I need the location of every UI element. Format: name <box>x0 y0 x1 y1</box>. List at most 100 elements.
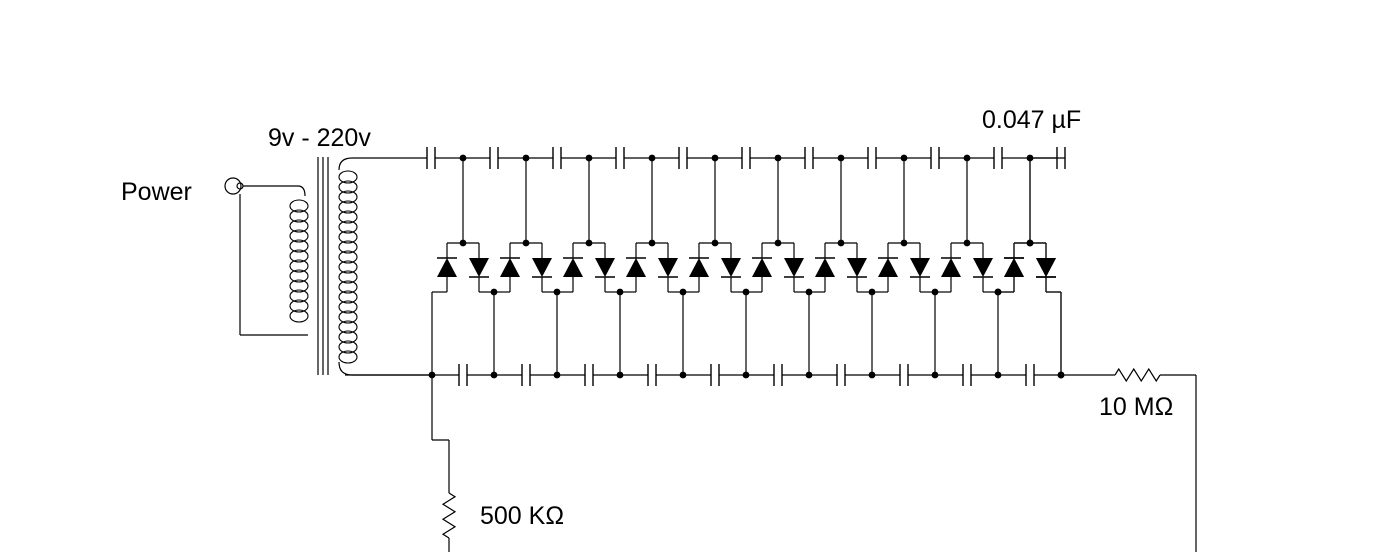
diode-triangle <box>437 258 457 277</box>
secondary-coil-loop <box>338 220 358 234</box>
wiring <box>345 157 1197 552</box>
junction-dot <box>585 239 593 247</box>
capacitor-label: 0.047 µF <box>982 106 1082 134</box>
junction-dot <box>711 154 719 162</box>
junction-dot <box>616 288 624 296</box>
junction-dot <box>428 371 436 379</box>
junction-dot <box>490 371 498 379</box>
diode-triangle <box>878 258 898 277</box>
diode-triangle <box>973 258 993 277</box>
resistor-500K <box>441 492 457 539</box>
diode <box>658 258 678 278</box>
secondary-coil-loop <box>338 240 358 254</box>
diode-array <box>437 257 1056 278</box>
junction-dot <box>1057 371 1065 379</box>
diode <box>878 257 898 277</box>
diode <box>437 257 457 277</box>
transformer <box>224 157 432 376</box>
output-resistor-label: 10 MΩ <box>1099 393 1174 421</box>
diode <box>910 258 930 278</box>
secondary-coil-loop <box>338 210 358 224</box>
secondary-coil-loop <box>338 260 358 274</box>
diode <box>626 257 646 277</box>
primary-coil-loop <box>289 209 309 223</box>
secondary-coil-loop <box>338 290 358 304</box>
junction-dot <box>1026 239 1034 247</box>
top-capacitor-rail <box>426 147 1066 169</box>
secondary-coil-loop <box>338 320 358 334</box>
diode <box>941 257 961 277</box>
diode <box>689 257 709 277</box>
secondary-coil-loop <box>338 270 358 284</box>
diode <box>1004 257 1024 277</box>
junction-dot <box>868 288 876 296</box>
secondary-coil-loop <box>338 170 358 184</box>
diode <box>815 257 835 277</box>
junction-dot <box>585 154 593 162</box>
secondary-coil-loop <box>338 300 358 314</box>
junction-dot <box>963 154 971 162</box>
junction-dot <box>648 239 656 247</box>
resistors <box>441 367 1161 539</box>
junction-dot <box>837 239 845 247</box>
junction-dot <box>679 288 687 296</box>
secondary-coil-loop <box>338 230 358 244</box>
junction-dot <box>931 288 939 296</box>
primary-coil-loop <box>289 289 309 303</box>
primary-coil-loop <box>289 229 309 243</box>
diode <box>847 258 867 278</box>
diode <box>563 257 583 277</box>
diode-triangle <box>815 258 835 277</box>
junction-dot <box>742 371 750 379</box>
diode-triangle <box>910 258 930 277</box>
diode-triangle <box>626 258 646 277</box>
diode-triangle <box>1036 258 1056 277</box>
diode <box>721 258 741 278</box>
diode-triangle <box>532 258 552 277</box>
junction-dot <box>490 288 498 296</box>
diode-triangle <box>721 258 741 277</box>
primary-coil-loop <box>289 259 309 273</box>
junction-dot <box>679 371 687 379</box>
diode <box>469 258 489 278</box>
junction-dot <box>963 239 971 247</box>
diode-triangle <box>658 258 678 277</box>
primary-coil-loop <box>289 239 309 253</box>
junction-dots <box>428 154 1065 379</box>
junction-dot <box>774 154 782 162</box>
junction-dot <box>616 371 624 379</box>
junction-dot <box>994 288 1002 296</box>
power-terminal-icon <box>224 177 242 195</box>
junction-dot <box>900 239 908 247</box>
diode <box>1036 258 1056 278</box>
primary-coil-loop <box>289 269 309 283</box>
diode-triangle <box>941 258 961 277</box>
bleed-resistor-label: 500 KΩ <box>480 502 565 530</box>
junction-dot <box>459 154 467 162</box>
secondary-coil-loop <box>338 330 358 344</box>
primary-lead <box>297 185 306 197</box>
diode <box>973 258 993 278</box>
power-terminal-pin <box>236 182 244 190</box>
diode <box>532 258 552 278</box>
junction-dot <box>994 371 1002 379</box>
junction-dot <box>742 288 750 296</box>
secondary-coil-loop <box>338 180 358 194</box>
primary-coil-loop <box>289 279 309 293</box>
primary-coil-loop <box>289 299 309 313</box>
diode-triangle <box>847 258 867 277</box>
secondary-coil-loop <box>338 190 358 204</box>
junction-dot <box>711 239 719 247</box>
secondary-coil-loop <box>338 340 358 354</box>
junction-dot <box>648 154 656 162</box>
junction-dot <box>837 154 845 162</box>
junction-dot <box>1026 154 1034 162</box>
junction-dot <box>459 239 467 247</box>
bottom-capacitor-rail <box>458 364 1035 386</box>
primary-coil-loop <box>289 249 309 263</box>
junction-dot <box>774 239 782 247</box>
junction-dot <box>522 154 530 162</box>
secondary-coil-loop <box>338 280 358 294</box>
diode-triangle <box>752 258 772 277</box>
diode-triangle <box>595 258 615 277</box>
